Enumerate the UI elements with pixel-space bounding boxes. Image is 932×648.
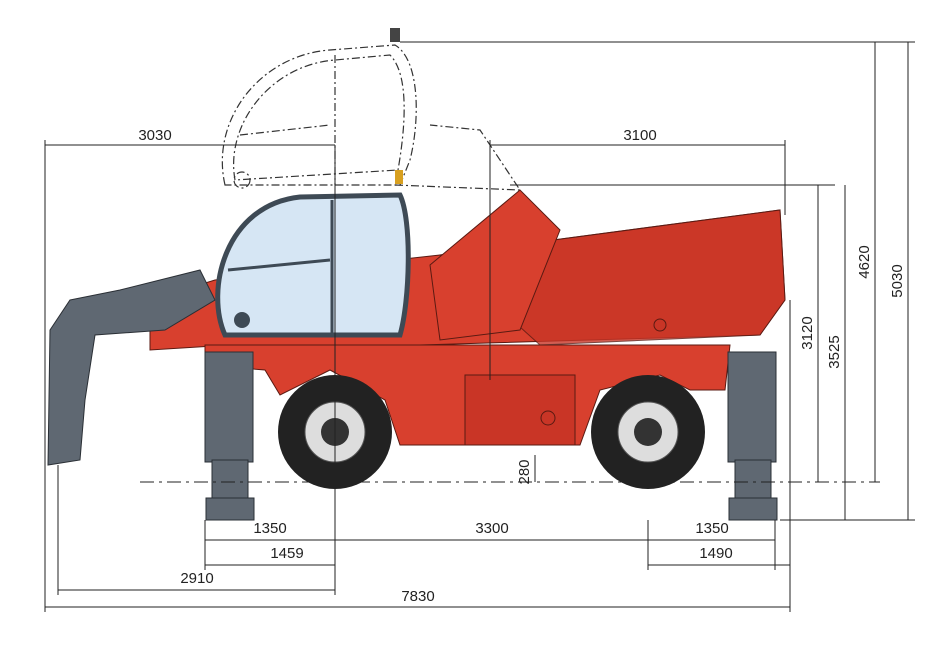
boom-head-attachment [47, 269, 216, 466]
dim-5030: 5030 [889, 264, 906, 297]
dim-1459: 1459 [270, 545, 303, 562]
dim-3120: 3120 [799, 316, 816, 349]
dimension-labels: 3030 3100 3120 3525 4620 5030 280 1350 3… [138, 127, 906, 605]
cab [215, 170, 411, 338]
dim-1350-front: 1350 [253, 520, 286, 537]
dim-1490: 1490 [699, 545, 732, 562]
dim-7830: 7830 [401, 588, 434, 605]
dim-3300: 3300 [475, 520, 508, 537]
dim-4620: 4620 [856, 245, 873, 278]
dim-280: 280 [516, 459, 533, 484]
chassis [204, 344, 731, 446]
raised-cab-outline [221, 28, 522, 191]
rear-wheel [591, 375, 705, 489]
dimension-lines [44, 41, 915, 612]
dim-1350-rear: 1350 [695, 520, 728, 537]
dim-2910: 2910 [180, 570, 213, 587]
cab-beacon-icon [395, 170, 403, 184]
dim-3030: 3030 [138, 127, 171, 144]
dim-3525: 3525 [826, 335, 843, 368]
dim-3100: 3100 [623, 127, 656, 144]
outriggers [204, 351, 778, 521]
beacon-light-icon [390, 28, 400, 42]
